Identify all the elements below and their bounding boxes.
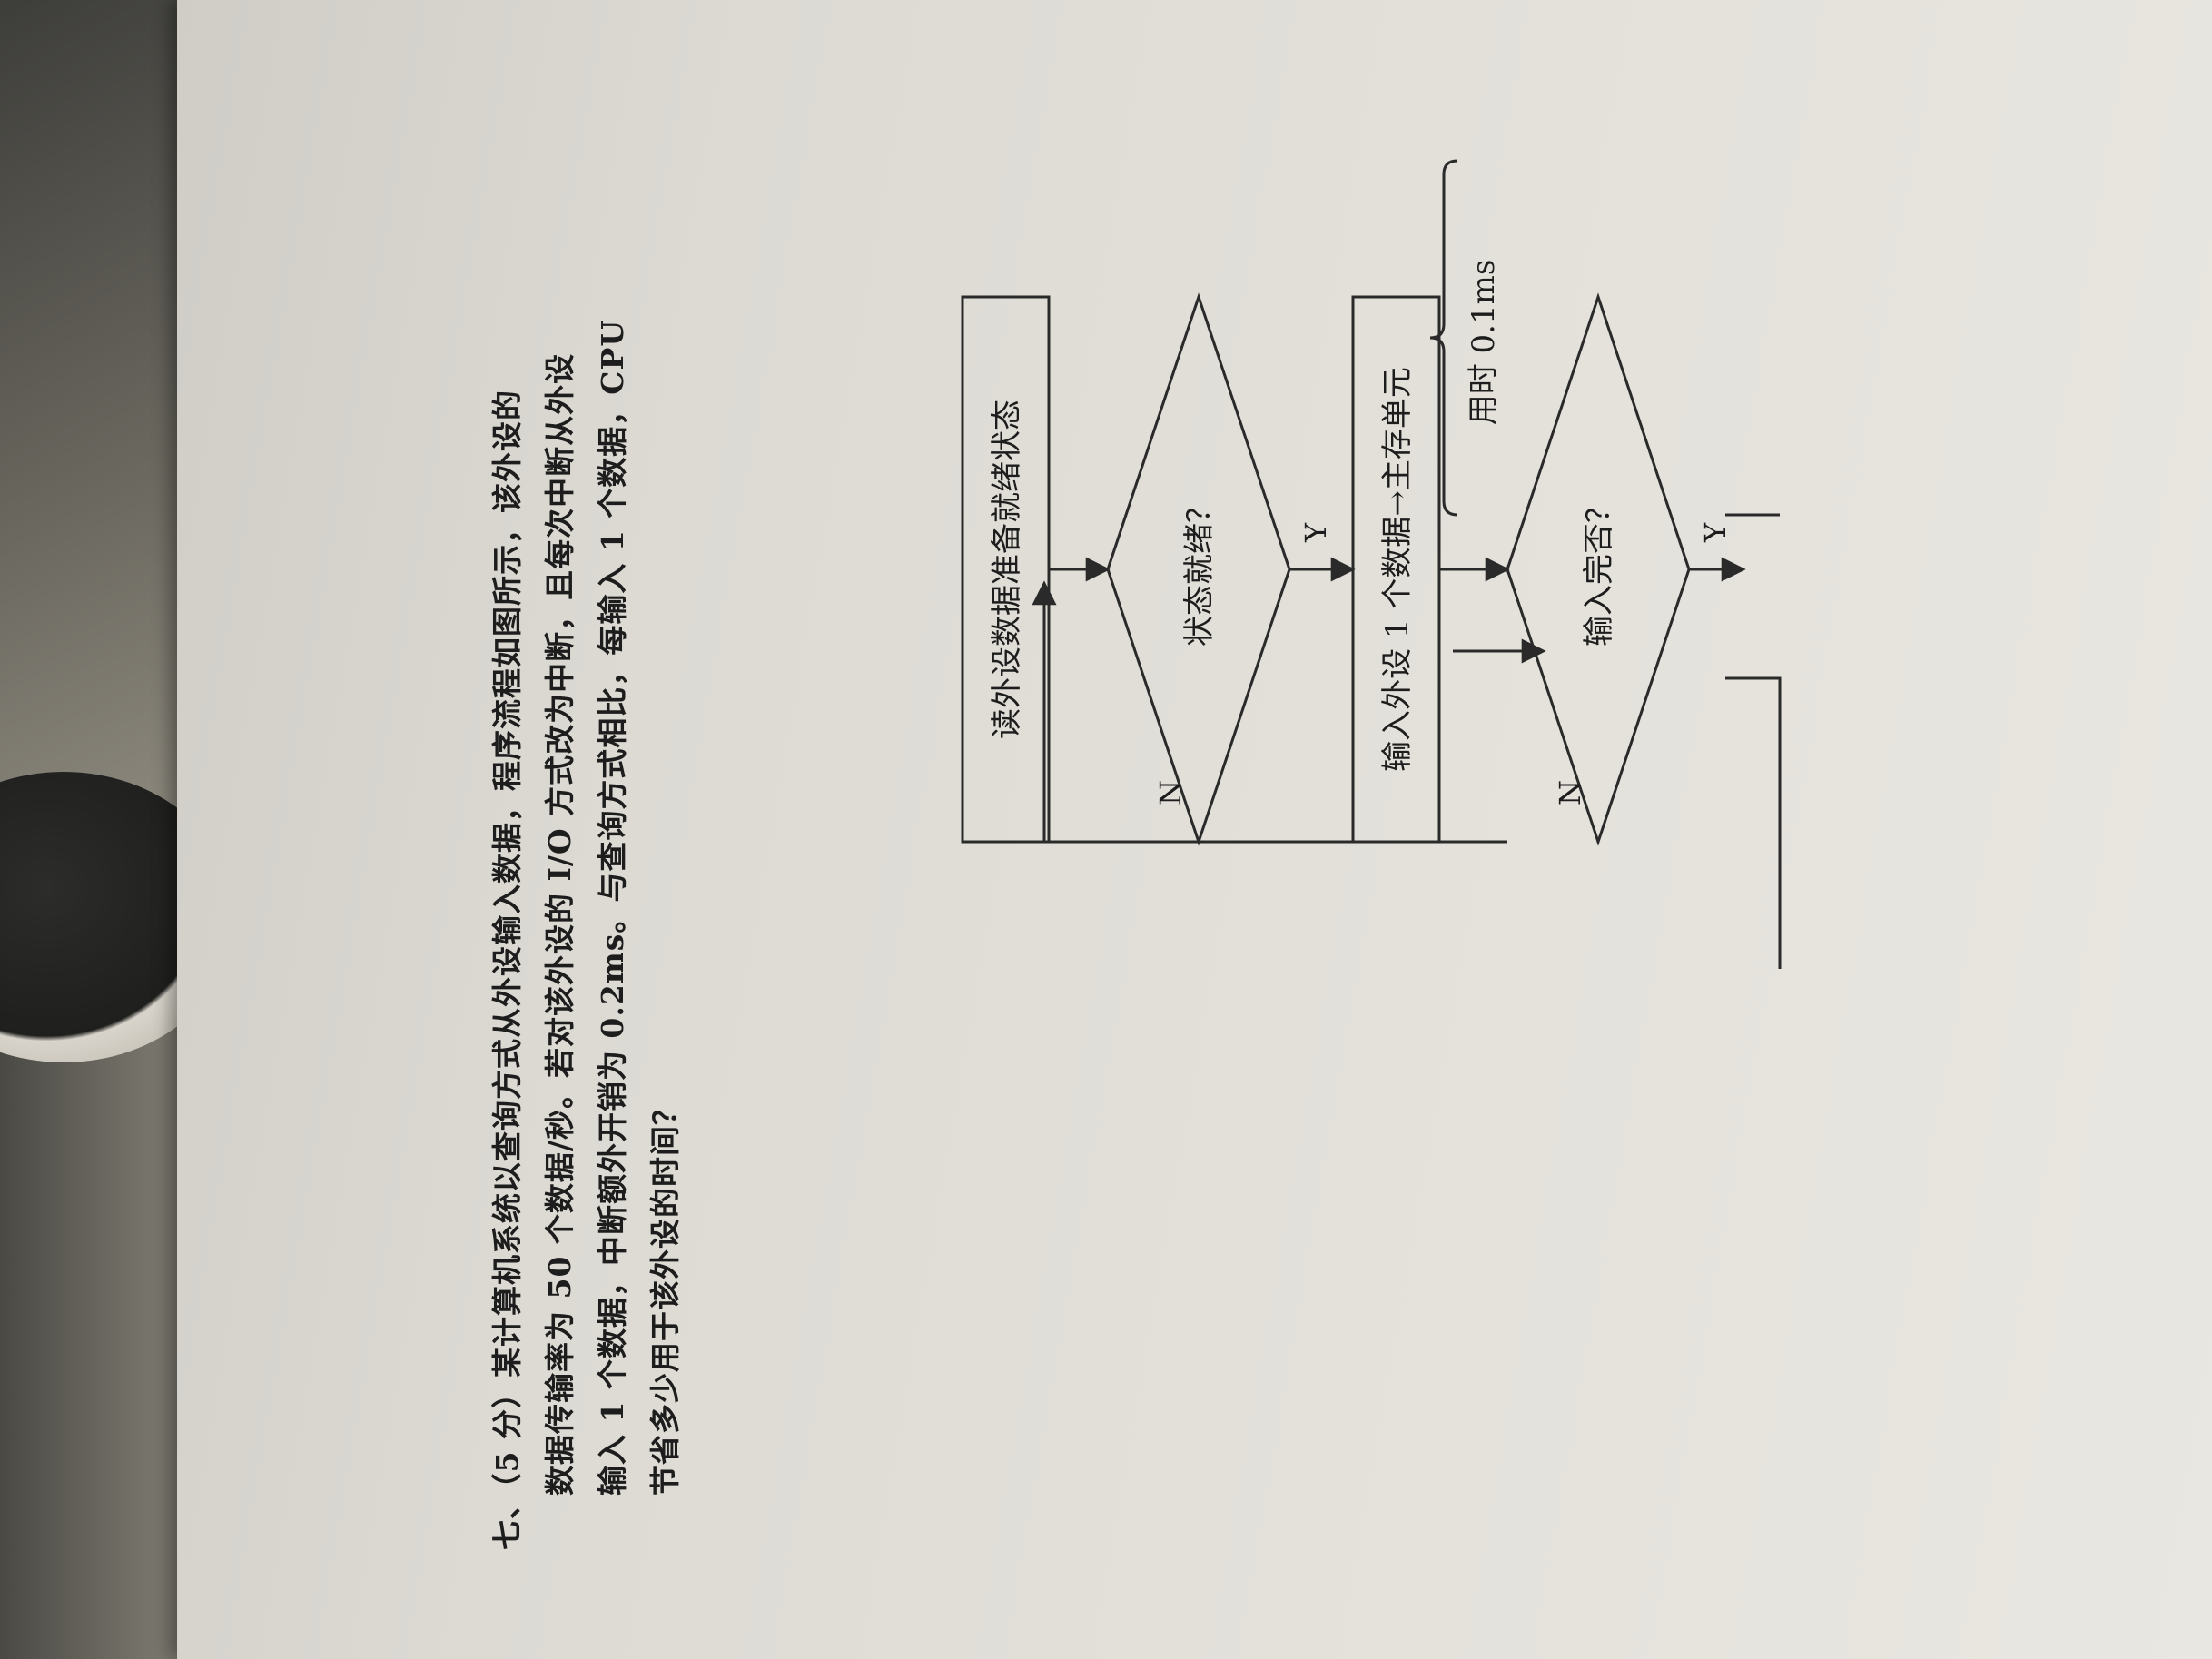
box-read-status-text: 读外设数据准备就绪状态 — [989, 400, 1025, 739]
label-y-2: Y — [1698, 522, 1733, 543]
rotated-page: 七、（5 分）某计算机系统以查询方式从外设输入数据，程序流程如图所示，该外设的 … — [363, 0, 2212, 1659]
box-input-text: 输入外设 1 个数据→主存单元 — [1379, 367, 1416, 772]
diamond-done-text: 输入完否？ — [1581, 492, 1617, 647]
time-note: 用时 0.1ms — [1466, 260, 1502, 426]
label-n-1: N — [1153, 780, 1188, 805]
diamond-ready-text: 状态就绪？ — [1181, 492, 1218, 647]
label-n-2: N — [1553, 780, 1587, 805]
time-brace — [1429, 159, 1458, 517]
label-y-1: Y — [1299, 522, 1333, 543]
n-branch-2-line — [1725, 676, 1782, 969]
flowchart: 读外设数据准备就绪状态 状态就绪？ Y N 输入外设 1 个数据→主存单元 用时… — [961, 159, 1782, 969]
